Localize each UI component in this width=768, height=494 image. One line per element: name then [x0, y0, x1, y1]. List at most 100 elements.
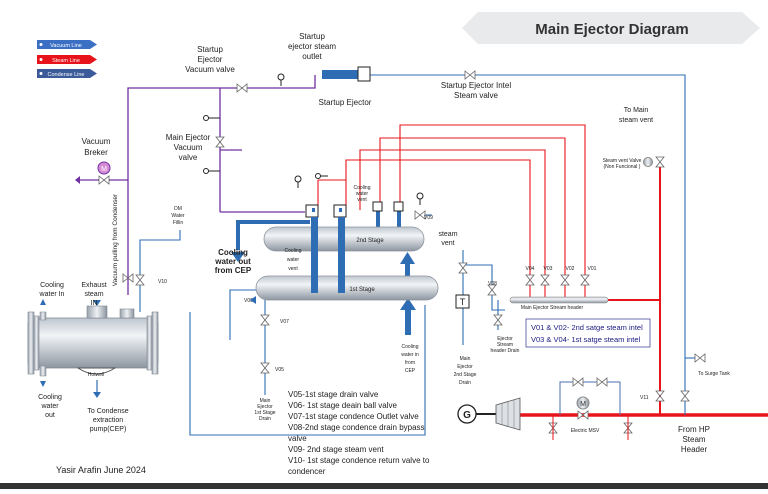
- svg-text:Drain: Drain: [459, 380, 471, 386]
- startup-intel-valve[interactable]: [464, 70, 476, 80]
- svg-text:Fillin: Fillin: [173, 220, 183, 226]
- svg-text:V02: V02: [566, 266, 575, 272]
- svg-text:Header: Header: [681, 445, 708, 454]
- cooling-water-pipes: [231, 202, 416, 335]
- valve-v09[interactable]: V09: [414, 210, 433, 221]
- valve-v08[interactable]: V08: [487, 281, 497, 296]
- svg-text:Ejector: Ejector: [198, 55, 223, 64]
- surge-tank-valve[interactable]: [694, 353, 706, 363]
- svg-text:Hotwell: Hotwell: [88, 372, 104, 378]
- svg-text:2nd Stage: 2nd Stage: [356, 238, 384, 244]
- svg-text:Cooling: Cooling: [354, 185, 371, 191]
- svg-text:Steam valve: Steam valve: [454, 91, 499, 100]
- svg-text:V09- 2nd stage steam vent: V09- 2nd stage steam vent: [288, 445, 384, 454]
- svg-text:Breker: Breker: [84, 148, 108, 157]
- steam-vent-valve[interactable]: [643, 156, 665, 168]
- svg-text:Ejector: Ejector: [457, 364, 473, 370]
- svg-text:extraction: extraction: [93, 417, 123, 424]
- condenser[interactable]: Hotwell: [27, 305, 159, 378]
- line-legend: Vacuum Line Steam Line Condense Line: [37, 40, 97, 78]
- valve-v04[interactable]: V04: [526, 266, 535, 286]
- author-credit: Yasir Arafin June 2024: [56, 465, 146, 475]
- gauge-icon: [203, 168, 220, 174]
- main-vacuum-valve[interactable]: [215, 136, 225, 148]
- svg-text:water In: water In: [39, 291, 65, 298]
- svg-text:IN: IN: [91, 300, 98, 307]
- svg-text:Startup Ejector: Startup Ejector: [319, 98, 372, 107]
- ejector-bodies: [311, 217, 345, 293]
- svg-text:steam vent: steam vent: [619, 117, 653, 124]
- svg-text:CEP: CEP: [405, 368, 416, 374]
- svg-text:Startup: Startup: [197, 45, 223, 54]
- svg-text:V09: V09: [424, 215, 433, 221]
- valve-v11[interactable]: V11: [640, 390, 665, 402]
- svg-text:G: G: [463, 410, 471, 421]
- svg-text:M: M: [101, 166, 107, 173]
- svg-text:Main: Main: [460, 356, 471, 362]
- svg-text:Vacuum: Vacuum: [82, 137, 111, 146]
- svg-text:out: out: [45, 412, 55, 419]
- svg-text:water: water: [356, 191, 369, 197]
- generator[interactable]: G: [457, 404, 496, 424]
- svg-text:Water: Water: [171, 213, 184, 219]
- svg-text:V10: V10: [158, 279, 167, 285]
- gauge-icon: [416, 192, 424, 206]
- msv-bypass: [559, 381, 621, 415]
- svg-text:V05-1st stage drain valve: V05-1st stage drain valve: [288, 390, 379, 399]
- steam-lines: [317, 124, 586, 300]
- pressure-gauge-icon: [277, 73, 285, 87]
- svg-text:To Main: To Main: [624, 107, 649, 114]
- page-title: Main Ejector Diagram: [535, 21, 688, 38]
- valve-v03[interactable]: V03: [540, 266, 553, 286]
- svg-text:Cooling: Cooling: [38, 394, 62, 401]
- valve-v02[interactable]: V02: [560, 266, 575, 286]
- svg-text:V03: V03: [544, 266, 553, 272]
- valve-v10[interactable]: V10: [135, 274, 167, 286]
- cooling-in-arrow: [40, 299, 46, 305]
- svg-text:T: T: [460, 297, 466, 307]
- valve-v01[interactable]: V01: [580, 266, 597, 286]
- svg-text:Cooling: Cooling: [285, 248, 302, 254]
- svg-text:Electric MSV: Electric MSV: [571, 428, 600, 434]
- svg-text:Cooling: Cooling: [218, 248, 248, 257]
- hp-header-valve[interactable]: [680, 390, 690, 402]
- svg-text:V08: V08: [488, 281, 497, 287]
- svg-text:steam: steam: [438, 231, 457, 238]
- svg-text:Ejector: Ejector: [497, 336, 513, 342]
- svg-text:Startup Ejector Intel: Startup Ejector Intel: [441, 81, 511, 90]
- valve-v06[interactable]: V06: [244, 296, 256, 304]
- hotwell-arrow: [93, 392, 101, 398]
- svg-text:(Non Funcional ): (Non Funcional ): [604, 164, 641, 170]
- svg-text:To Surge Tank: To Surge Tank: [698, 371, 730, 377]
- exhaust-arrow: [93, 300, 101, 306]
- svg-text:DM: DM: [174, 206, 182, 212]
- steam-trap[interactable]: T: [455, 262, 470, 309]
- valve-v07[interactable]: V07: [260, 314, 289, 326]
- svg-text:2nd Stage: 2nd Stage: [454, 372, 477, 378]
- svg-text:valve: valve: [179, 153, 198, 162]
- svg-text:Cooling: Cooling: [402, 344, 419, 350]
- svg-text:ejector steam: ejector steam: [288, 42, 336, 51]
- svg-text:steam: steam: [84, 291, 103, 298]
- svg-text:Vacuum Line: Vacuum Line: [50, 43, 82, 49]
- vacuum-breaker[interactable]: M: [75, 161, 111, 185]
- first-stage-cooler[interactable]: 1st Stage: [255, 275, 439, 301]
- svg-text:V07-1st stage condence Outlet: V07-1st stage condence Outlet valve: [288, 412, 419, 421]
- svg-text:water: water: [287, 257, 300, 263]
- svg-text:Vacuum pulling from Condenser: Vacuum pulling from Condenser: [112, 193, 119, 286]
- svg-text:V11: V11: [640, 395, 649, 401]
- electric-msv[interactable]: M: [576, 396, 590, 420]
- startup-ejector[interactable]: Startup Ejector: [319, 66, 372, 107]
- svg-text:Drain: Drain: [259, 416, 271, 422]
- svg-text:V06- 1st stage deain ball valv: V06- 1st stage deain ball valve: [288, 401, 398, 410]
- svg-text:Main: Main: [260, 398, 271, 404]
- svg-text:valve: valve: [288, 434, 307, 443]
- svg-text:Main Ejector: Main Ejector: [166, 133, 211, 142]
- svg-text:vent: vent: [357, 197, 367, 203]
- valve-header-drain[interactable]: [493, 314, 503, 326]
- valve-v05[interactable]: V05: [260, 362, 284, 374]
- svg-text:Cooling: Cooling: [40, 282, 64, 289]
- legend-steam: Steam Line: [37, 55, 97, 64]
- startup-vacuum-valve[interactable]: [236, 83, 248, 93]
